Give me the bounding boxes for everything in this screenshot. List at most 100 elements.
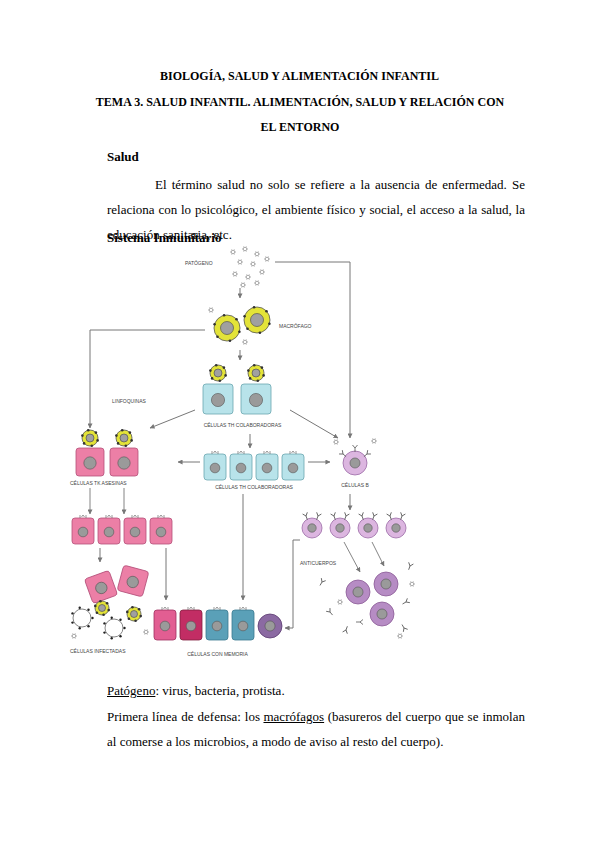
- cell-illustration: [300, 510, 420, 640]
- edge-label: LINFOQUINAS: [112, 398, 146, 404]
- cell-drawing: [334, 444, 336, 445]
- cell-drawing: [233, 276, 235, 277]
- cell-drawing: [342, 512, 349, 520]
- cell-drawing: [241, 384, 271, 414]
- cell-drawing: [259, 331, 262, 334]
- cell-drawing: [264, 272, 265, 273]
- cell-drawing: [95, 431, 98, 434]
- cell-drawing: [209, 369, 212, 372]
- cell-drawing: [119, 619, 121, 621]
- cell-drawing: [255, 285, 257, 286]
- text-block: Patógeno: virus, bacteria, protista.: [107, 678, 525, 703]
- cell-label: CÉLULAS TH COLABORADORAS: [200, 484, 308, 490]
- cell-drawing: [398, 634, 402, 638]
- cell-drawing: [256, 454, 278, 480]
- subtitle: TEMA 3. SALUD INFANTIL. ALIMENTACIÓN, SA…: [96, 95, 504, 134]
- cell-drawing: [400, 633, 402, 634]
- cell-drawing: [144, 629, 146, 630]
- cell-drawing: [82, 430, 98, 446]
- cell-drawing: [338, 600, 342, 604]
- cell-drawing: [412, 586, 414, 587]
- cell-drawing: [96, 612, 99, 615]
- cell-drawing: [74, 633, 76, 634]
- cell-drawing: [259, 272, 260, 273]
- cell-drawing: [235, 276, 237, 277]
- cell-drawing: [83, 442, 86, 445]
- cell-drawing: [336, 524, 344, 532]
- cell-drawing: [336, 444, 338, 445]
- cell-drawing: [124, 488, 125, 514]
- cell-drawing: [245, 339, 247, 340]
- cell-drawing: [246, 279, 248, 280]
- cell-drawing: [139, 615, 142, 618]
- cell-drawing: [224, 374, 227, 377]
- cell-drawing: [186, 621, 196, 631]
- cell-drawing: [255, 256, 257, 257]
- cell-drawing: [251, 261, 253, 262]
- cell-drawing: [72, 518, 94, 544]
- cell-drawing: [84, 570, 117, 603]
- cell-drawing: [76, 448, 104, 476]
- cell-drawing: [400, 623, 408, 632]
- cell-label: PATÓGENO: [185, 260, 213, 266]
- cell-drawing: [99, 600, 102, 603]
- helper-cell-group: CÉLULAS TH COLABORADORAS: [195, 360, 290, 434]
- cell-label: MACRÓFAGO: [279, 323, 312, 329]
- arrow-connector: [178, 462, 200, 463]
- cell-drawing: [214, 607, 220, 610]
- cell-drawing: [154, 610, 176, 640]
- cell-drawing: [265, 621, 275, 631]
- cell-drawing: [398, 638, 400, 639]
- cell-drawing: [336, 439, 338, 440]
- cell-drawing: [132, 515, 138, 518]
- cell-drawing: [381, 579, 391, 589]
- cell-drawing: [144, 630, 148, 634]
- cell-drawing: [252, 369, 260, 377]
- cell-drawing: [138, 608, 141, 611]
- cell-drawing: [232, 274, 233, 275]
- cell-drawing: [74, 638, 76, 639]
- cell-drawing: [116, 430, 132, 446]
- arrow-connector: [350, 494, 351, 510]
- cell-label: CÉLULAS TK ASESINAS: [70, 480, 127, 486]
- cell-drawing: [414, 584, 415, 585]
- cell-drawing: [248, 274, 250, 275]
- cell-drawing: [337, 602, 338, 603]
- cell-drawing: [334, 439, 336, 440]
- arrow-connector: [308, 462, 330, 463]
- cell-drawing: [143, 632, 144, 633]
- cell-drawing: [371, 441, 372, 442]
- cell-drawing: [302, 518, 322, 538]
- cell-drawing: [247, 342, 248, 343]
- cell-drawing: [86, 434, 94, 442]
- cell-drawing: [210, 365, 226, 381]
- cell-drawing: [356, 620, 363, 625]
- cell-drawing: [387, 512, 394, 520]
- cell-drawing: [223, 314, 226, 317]
- cell-drawing: [72, 638, 74, 639]
- cell-drawing: [146, 629, 148, 630]
- cell-drawing: [248, 279, 250, 280]
- cell-drawing: [245, 246, 247, 247]
- cell-drawing: [87, 429, 90, 432]
- cell-drawing: [245, 285, 246, 286]
- cell-drawing: [232, 610, 254, 640]
- cell-drawing: [346, 580, 370, 604]
- cell-drawing: [81, 434, 84, 437]
- cell-drawing: [260, 269, 262, 270]
- cell-drawing: [238, 331, 241, 334]
- cell-drawing: [253, 266, 255, 267]
- cell-drawing: [240, 264, 242, 265]
- cell-drawing: [238, 260, 242, 264]
- cell-drawing: [245, 344, 247, 345]
- text-block: Salud: [107, 147, 525, 167]
- section-heading: Salud: [107, 149, 139, 164]
- cell-drawing: [260, 270, 264, 274]
- cell-drawing: [95, 601, 109, 615]
- cell-drawing: [134, 620, 137, 623]
- cell-drawing: [343, 625, 350, 633]
- cell-drawing: [246, 328, 249, 331]
- cell-drawing: [158, 515, 164, 518]
- cell-drawing: [117, 442, 120, 445]
